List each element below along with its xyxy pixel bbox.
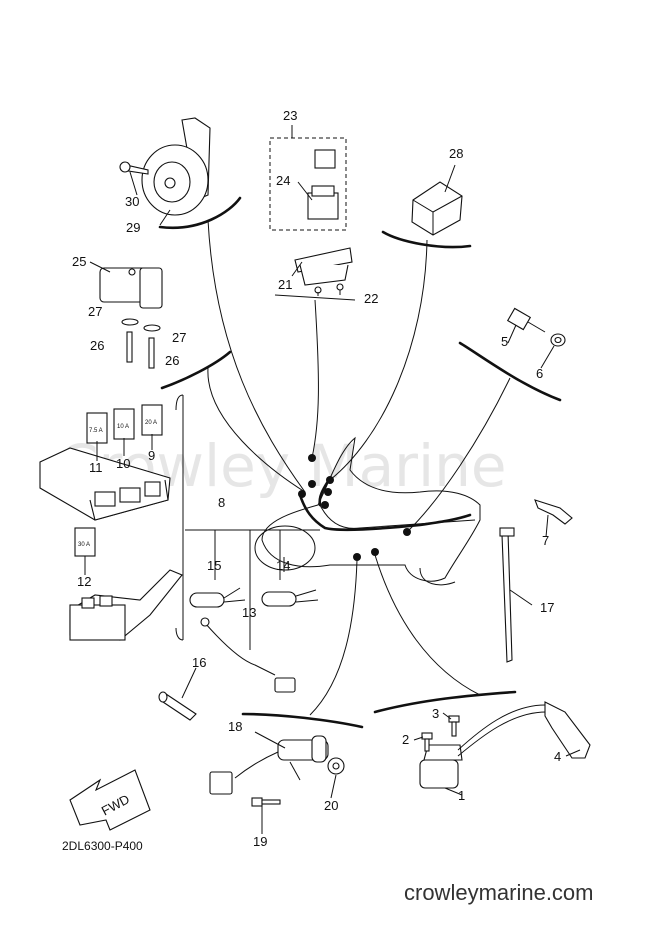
callout-6: 6 (536, 366, 543, 381)
relay-bracket (294, 247, 353, 294)
callout-12: 12 (77, 574, 91, 589)
callout-20: 20 (324, 798, 338, 813)
fuse-9: 20 A (141, 404, 163, 436)
fuse-12: 30 A (74, 527, 96, 557)
callout-5: 5 (501, 334, 508, 349)
sub-harness-15 (189, 587, 246, 608)
leader-lines (207, 219, 511, 716)
nut-20 (327, 757, 345, 775)
callout-19: 19 (253, 834, 267, 849)
fuse-11-rating: 7.5 A (89, 428, 103, 434)
callout-17: 17 (540, 600, 554, 615)
sub-harness-13 (200, 617, 296, 693)
clamp-7 (534, 499, 573, 525)
callout-26a: 26 (90, 338, 104, 353)
callout-28: 28 (449, 146, 463, 161)
callout-15: 15 (207, 558, 221, 573)
tube-16 (158, 691, 197, 721)
screw-19 (251, 797, 281, 807)
screw-3 (448, 715, 460, 737)
callout-13: 13 (242, 605, 256, 620)
callout-27b: 27 (172, 330, 186, 345)
cable-tie (499, 527, 515, 663)
fuse-10-rating: 10 A (117, 424, 129, 430)
pickup-coil (209, 735, 329, 795)
callout-10: 10 (116, 456, 130, 471)
callout-29: 29 (126, 220, 140, 235)
fuse-12-rating: 30 A (78, 542, 90, 548)
callout-18: 18 (228, 719, 242, 734)
ignition-coil (419, 701, 591, 789)
starter-relay (69, 569, 183, 641)
callout-leaders (84, 125, 581, 834)
callout-2: 2 (402, 732, 409, 747)
callout-7: 7 (542, 533, 549, 548)
footer-code: 2DL6300-P400 (62, 839, 143, 853)
callout-11: 11 (89, 460, 103, 475)
callout-21: 21 (278, 277, 292, 292)
relay-group (269, 137, 347, 231)
callout-9: 9 (148, 448, 155, 463)
callout-4: 4 (554, 749, 561, 764)
callout-8: 8 (218, 495, 225, 510)
wire-harness (182, 367, 472, 650)
callout-14: 14 (276, 558, 290, 573)
bracket-strokes (158, 196, 562, 729)
callout-labels: 1 2 3 4 5 6 7 8 9 10 11 12 13 14 15 16 1… (72, 108, 561, 849)
site-url: crowleymarine.com (404, 880, 594, 905)
fuse-10: 10 A (113, 408, 135, 440)
callout-1: 1 (458, 788, 465, 803)
sub-harness-14 (261, 589, 319, 607)
frame-outline (254, 436, 481, 586)
callout-22: 22 (364, 291, 378, 306)
fuse-box (39, 447, 171, 521)
fwd-arrow-icon: FWD (69, 769, 151, 831)
fuse-11: 7.5 A (86, 412, 108, 444)
callout-16: 16 (192, 655, 206, 670)
callout-24: 24 (276, 173, 290, 188)
washer-6 (550, 333, 566, 347)
callout-27a: 27 (88, 304, 102, 319)
horn (119, 117, 211, 216)
callout-30: 30 (125, 194, 139, 209)
callout-26b: 26 (165, 353, 179, 368)
fuse-9-rating: 20 A (145, 420, 157, 426)
callout-23: 23 (283, 108, 297, 123)
connector-28 (411, 181, 463, 236)
screw-2 (421, 732, 433, 752)
screws-26 (121, 318, 161, 369)
flasher-relay (99, 267, 163, 309)
sensor-5 (506, 307, 546, 333)
callout-3: 3 (432, 706, 439, 721)
callout-25: 25 (72, 254, 86, 269)
